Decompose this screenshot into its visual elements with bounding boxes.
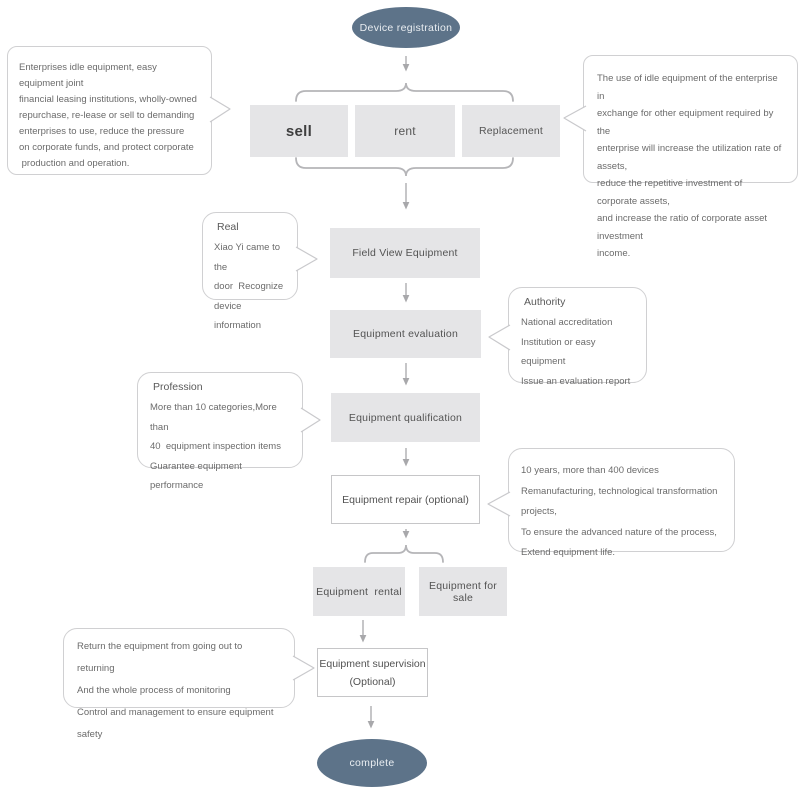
callout-line: production and operation. — [19, 158, 130, 169]
callout-line: Institution or easy equipment — [521, 336, 599, 368]
callout-line: income. — [597, 248, 631, 259]
callout-line: enterprises to use, reduce the pressure — [19, 126, 185, 137]
supervision-label-line1: Equipment supervision — [319, 657, 426, 670]
replacement-box: Replacement — [462, 105, 560, 157]
brace-top — [295, 82, 514, 102]
supervision-box: Equipment supervision (Optional) — [317, 648, 428, 697]
callout-line: Enterprises idle equipment, easy equipme… — [19, 62, 160, 89]
callout-line: enterprise will increase the utilization… — [597, 143, 784, 172]
callout-line: device information — [214, 300, 261, 332]
callout-authority: Authority National accreditation Institu… — [508, 287, 647, 387]
pointer-profession — [300, 407, 321, 433]
callout-line: National accreditation — [521, 317, 613, 328]
pointer-repair-note — [487, 491, 511, 517]
callout-line: Remanufacturing, technological transform… — [521, 485, 721, 518]
callout-line: And the whole process of monitoring — [77, 685, 231, 696]
pointer-sell-note — [209, 96, 231, 123]
sell-box: sell — [250, 105, 348, 157]
sell-label: sell — [285, 122, 313, 140]
start-label: Device registration — [359, 21, 453, 34]
callout-line: The use of idle equipment of the enterpr… — [597, 73, 781, 102]
callout-line: Extend equipment life. — [521, 547, 616, 558]
callout-line: More than 10 categories,More than — [150, 402, 280, 433]
evaluation-box: Equipment evaluation — [330, 310, 481, 358]
rent-box: rent — [355, 105, 455, 157]
pointer-real — [295, 246, 318, 272]
start-ellipse: Device registration — [352, 7, 460, 48]
evaluation-label: Equipment evaluation — [353, 328, 458, 340]
callout-repair-note: 10 years, more than 400 devices Remanufa… — [508, 448, 735, 558]
callout-line: Guarantee equipment performance — [150, 460, 245, 492]
rent-label: rent — [394, 124, 416, 138]
repair-label: Equipment repair (optional) — [342, 493, 469, 506]
callout-line: 10 years, more than 400 devices — [521, 465, 659, 476]
callout-line: 40 equipment inspection items — [150, 441, 281, 452]
callout-line: Return the equipment from going out to r… — [77, 641, 245, 674]
callout-line: on corporate funds, and protect corporat… — [19, 142, 194, 153]
qualification-label: Equipment qualification — [348, 411, 463, 424]
callout-line: Xiao Yi came to the — [214, 242, 283, 273]
callout-line: financial leasing institutions, wholly-o… — [19, 94, 197, 105]
qualification-box: Equipment qualification — [331, 393, 480, 442]
callout-line: Issue an evaluation report — [521, 375, 631, 387]
rental-label: Equipment rental — [316, 585, 402, 598]
callout-line: Control and management to ensure equipme… — [77, 707, 277, 740]
field-view-box: Field View Equipment — [330, 228, 480, 278]
field-view-label: Field View Equipment — [352, 247, 458, 259]
complete-label: complete — [349, 757, 395, 769]
callout-real: Real Xiao Yi came to the door Recognize … — [202, 212, 298, 331]
sale-label: Equipment for sale — [429, 579, 497, 604]
replacement-label: Replacement — [478, 125, 544, 137]
supervision-label-line2: (Optional) — [349, 675, 396, 688]
pointer-authority — [488, 324, 511, 351]
callout-line: To ensure the advanced nature of the pro… — [521, 526, 717, 538]
pointer-supervision-note — [292, 655, 315, 681]
callout-title: Authority — [524, 296, 566, 308]
repair-box: Equipment repair (optional) — [331, 475, 480, 524]
callout-profession: Profession More than 10 categories,More … — [137, 372, 303, 491]
sale-box: Equipment for sale — [419, 567, 507, 616]
callout-title: Profession — [153, 381, 203, 393]
brace-bottom — [295, 157, 514, 177]
callout-line: and increase the ratio of corporate asse… — [597, 213, 770, 242]
callout-replacement-note: The use of idle equipment of the enterpr… — [583, 55, 798, 259]
complete-ellipse: complete — [317, 739, 427, 787]
callout-line: door Recognize — [214, 281, 284, 292]
brace-split — [364, 544, 444, 563]
callout-supervision-note: Return the equipment from going out to r… — [63, 628, 295, 740]
callout-line: reduce the repetitive investment of corp… — [597, 178, 745, 207]
callout-line: repurchase, re-lease or sell to demandin… — [19, 110, 195, 121]
callout-title: Real — [217, 221, 239, 233]
rental-box: Equipment rental — [313, 567, 405, 616]
callout-sell-note: Enterprises idle equipment, easy equipme… — [7, 46, 212, 175]
callout-line: exchange for other equipment required by… — [597, 108, 777, 137]
